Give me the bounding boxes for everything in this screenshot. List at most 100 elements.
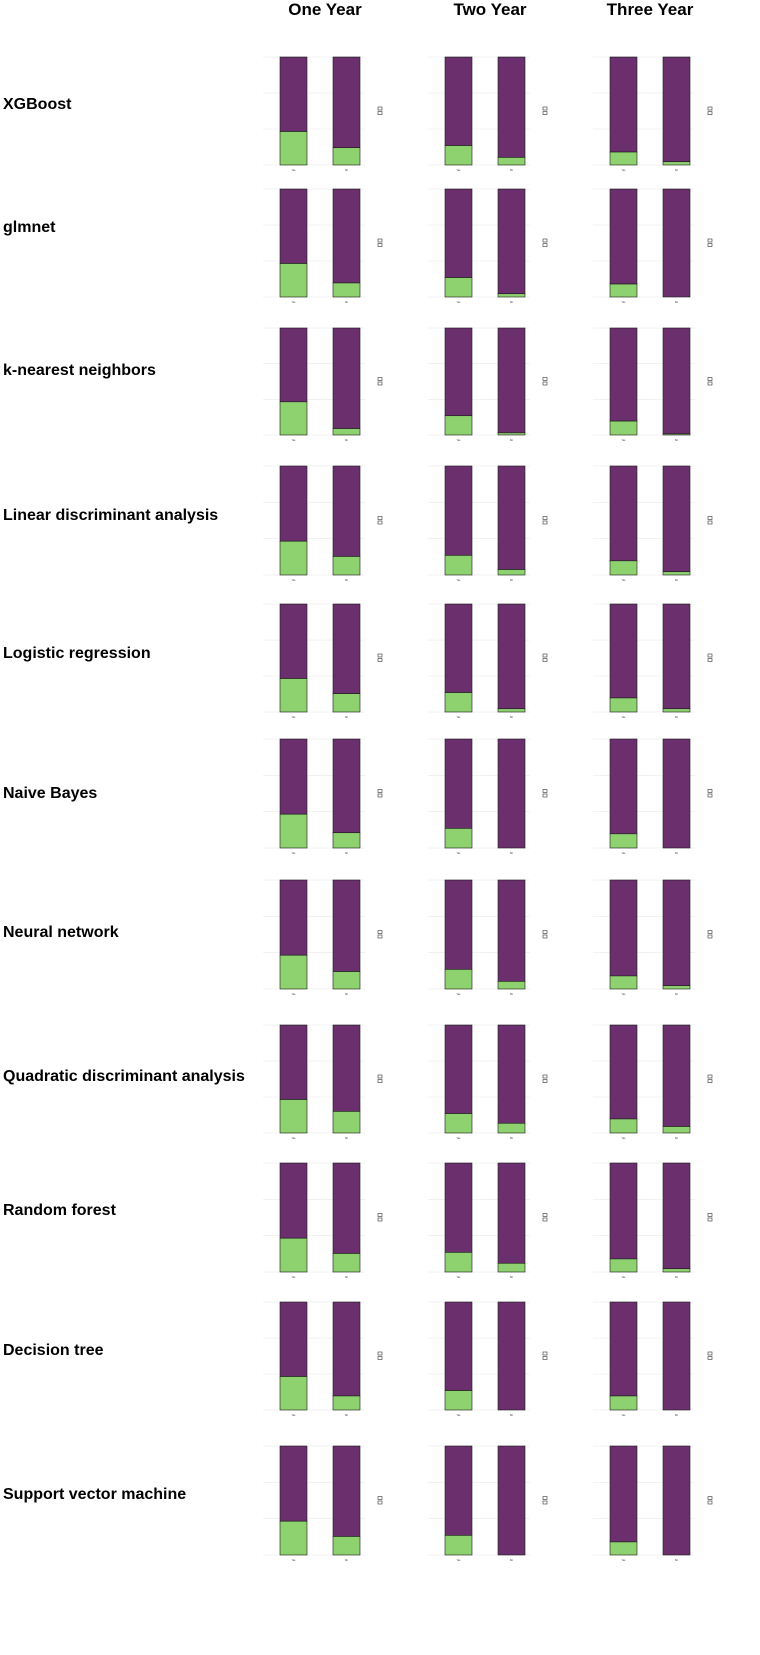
bar-segment-purple: [609, 1024, 638, 1120]
bar-segment-purple: [332, 188, 361, 284]
x-tick-label: No: [510, 993, 514, 996]
x-tick-label: Yes: [622, 301, 627, 304]
x-tick-label: No: [510, 1414, 514, 1417]
bar-segment-green: [609, 975, 638, 990]
bar-segment-green: [279, 131, 308, 166]
x-tick-label: No: [675, 716, 679, 719]
bar-segment-green: [332, 282, 361, 298]
bar-segment-green: [497, 569, 526, 576]
bar-segment-green: [662, 1126, 691, 1134]
bar-segment-purple: [662, 1162, 691, 1270]
bar-segment-purple: [444, 327, 473, 417]
x-tick-label: Yes: [622, 1276, 627, 1279]
x-tick-label: No: [345, 993, 349, 996]
row-label-random-forest: Random forest: [3, 1202, 116, 1219]
bar-segment-green: [444, 277, 473, 298]
legend-key: [542, 381, 548, 386]
legend-key: [707, 793, 713, 798]
legend-key: [377, 520, 383, 525]
bar-segment-green: [609, 151, 638, 166]
bar-segment-green: [662, 571, 691, 576]
bar-segment-purple: [279, 879, 308, 956]
bar-segment-purple: [279, 603, 308, 679]
legend-key: [377, 1356, 383, 1360]
bar-segment-green: [662, 708, 691, 713]
legend-key: [542, 238, 548, 243]
legend-key: [377, 653, 383, 658]
legend-key: [707, 238, 713, 243]
bar-segment-green: [609, 1395, 638, 1411]
x-tick-label: No: [345, 579, 349, 582]
legend-key: [377, 111, 383, 115]
x-tick-label: Yes: [292, 852, 297, 855]
x-tick-label: No: [675, 1559, 679, 1562]
legend-key: [542, 1074, 548, 1079]
legend-key: [377, 934, 383, 939]
bar-segment-green: [444, 1113, 473, 1134]
bar-segment-green: [444, 415, 473, 436]
legend-key: [377, 1500, 383, 1505]
bar-segment-purple: [497, 1162, 526, 1264]
x-tick-label: No: [510, 169, 514, 172]
legend-key: [377, 1217, 383, 1222]
bar-segment-green: [279, 1237, 308, 1273]
x-tick-label: Yes: [457, 852, 462, 855]
row-label-logistic-regression: Logistic regression: [3, 645, 151, 662]
bar-segment-green: [497, 981, 526, 990]
bar-segment-purple: [609, 188, 638, 285]
x-tick-label: Yes: [292, 169, 297, 172]
bar-segment-purple: [662, 327, 691, 435]
bar-segment-purple: [444, 56, 473, 146]
legend-key: [707, 111, 713, 115]
bar-segment-purple: [279, 327, 308, 403]
bar-segment-green: [609, 420, 638, 436]
x-tick-label: No: [345, 1276, 349, 1279]
legend-key: [542, 1356, 548, 1360]
bar-segment-purple: [444, 1301, 473, 1391]
legend-key: [707, 1079, 713, 1083]
x-tick-label: No: [345, 1559, 349, 1562]
legend-key: [377, 789, 383, 793]
x-tick-label: No: [510, 301, 514, 304]
x-tick-label: Yes: [622, 1414, 627, 1417]
legend-key: [542, 789, 548, 793]
x-tick-label: No: [510, 439, 514, 442]
x-tick-label: No: [345, 1137, 349, 1140]
row-label-glmnet: glmnet: [3, 219, 56, 236]
legend-key: [707, 1351, 713, 1356]
legend-key: [542, 930, 548, 934]
bar-segment-green: [279, 540, 308, 576]
bar-segment-green: [444, 555, 473, 576]
panel-0-1: Yes No: [428, 56, 548, 172]
bar-segment-purple: [332, 603, 361, 694]
bar-segment-purple: [279, 1445, 308, 1522]
bar-segment-purple: [444, 1024, 473, 1114]
bar-segment-purple: [609, 1445, 638, 1543]
legend-key: [542, 516, 548, 520]
bar-segment-green: [332, 832, 361, 849]
bar-segment-green: [497, 1262, 526, 1273]
bar-segment-purple: [609, 56, 638, 153]
bar-segment-purple: [662, 738, 691, 849]
legend-key: [707, 1217, 713, 1222]
x-tick-label: Yes: [457, 169, 462, 172]
bar-segment-purple: [279, 188, 308, 264]
x-tick-label: No: [345, 301, 349, 304]
column-header-two-year: Two Year: [453, 0, 527, 19]
bar-segment-green: [444, 828, 473, 849]
x-tick-label: Yes: [292, 716, 297, 719]
bar-segment-green: [279, 813, 308, 849]
x-tick-label: No: [345, 439, 349, 442]
bar-segment-green: [609, 1118, 638, 1134]
x-tick-label: Yes: [622, 439, 627, 442]
bar-segment-purple: [497, 738, 526, 849]
x-tick-label: No: [675, 993, 679, 996]
legend-key: [707, 658, 713, 662]
bar-segment-green: [497, 1122, 526, 1134]
